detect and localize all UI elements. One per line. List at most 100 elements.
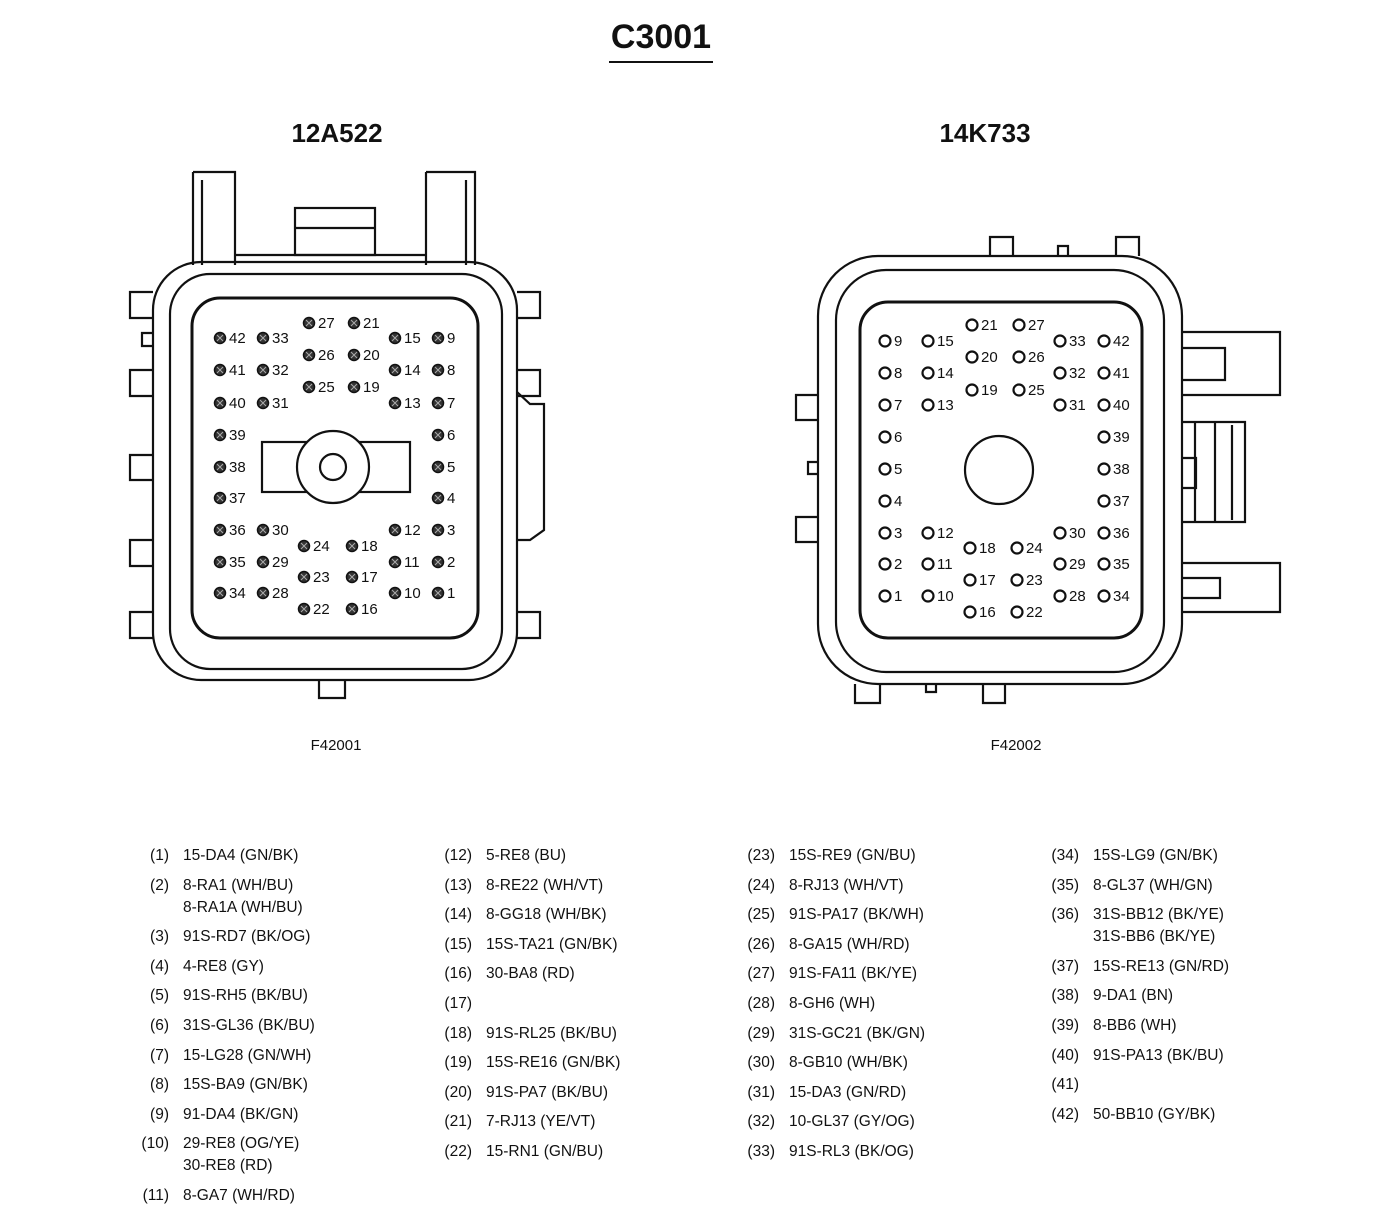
right-pin-label-24: 24 (1026, 540, 1043, 557)
left-pin-15-hatch (391, 334, 399, 342)
right-pin-27 (1012, 318, 1026, 332)
legend-circuit: 31S-GL36 (BK/BU) (183, 1016, 315, 1034)
right-pin-20 (965, 350, 979, 364)
left-pin-label-21: 21 (363, 315, 380, 332)
legend-item: (20)91S-PA7 (BK/BU) (428, 1082, 728, 1104)
legend-pin-number: (42) (1051, 1105, 1079, 1123)
left-pin-label-22: 22 (313, 601, 330, 618)
left-pin-24-hatch (300, 542, 308, 550)
legend-pin-number: (13) (444, 876, 472, 894)
legend-item: (14)8-GG18 (WH/BK) (428, 904, 728, 926)
legend-circuit: 15S-RE9 (GN/BU) (789, 847, 916, 864)
legend-item: (10)29-RE8 (OG/YE)30-RE8 (RD) (125, 1133, 425, 1177)
right-pin-11 (921, 557, 935, 571)
left-pin-label-11: 11 (404, 554, 420, 571)
legend-circuit: 8-GL37 (WH/GN) (1093, 876, 1213, 894)
legend-circuit: 91S-PA7 (BK/BU) (486, 1083, 609, 1101)
right-pin-label-38: 38 (1113, 461, 1130, 478)
legend-item: (31)15-DA3 (GN/RD) (731, 1082, 1031, 1104)
left-pin-6-hatch (434, 431, 442, 439)
legend-pin-number: (26) (747, 935, 775, 953)
left-pin-label-18: 18 (361, 538, 378, 555)
legend-pin-number: (23) (747, 847, 775, 864)
right-pin-label-39: 39 (1113, 429, 1130, 446)
right-pin-2 (878, 557, 892, 571)
legend-pin-number: (17) (444, 994, 472, 1012)
legend-circuit: 15S-RE13 (GN/RD) (1093, 957, 1230, 975)
left-pin-label-33: 33 (272, 330, 289, 347)
left-pin-label-9: 9 (447, 330, 455, 347)
legend-circuit: 8-GA7 (WH/RD) (183, 1186, 295, 1204)
legend-pin-number: (3) (150, 928, 169, 946)
legend-circuits: 30-BA8 (RD) (486, 963, 575, 985)
legend-item: (6)31S-GL36 (BK/BU) (125, 1015, 425, 1037)
legend-circuits: 15S-TA21 (GN/BK) (486, 934, 618, 956)
legend-circuit: 8-GH6 (WH) (789, 994, 876, 1012)
legend-pin-number: (12) (444, 847, 472, 864)
legend-circuits: 8-RJ13 (WH/VT) (789, 875, 904, 897)
left-pin-22-hatch (300, 605, 308, 613)
legend-circuits: 8-GL37 (WH/GN) (1093, 875, 1213, 897)
legend-circuit: 31S-BB12 (BK/YE) (1093, 906, 1224, 924)
legend-circuits: 91S-RD7 (BK/OG) (183, 926, 310, 948)
left-pin-label-5: 5 (447, 459, 455, 476)
legend-item: (3) 91S-RD7 (BK/OG) (125, 926, 425, 948)
legend-pin-number: (24) (747, 876, 775, 894)
right-pin-23 (1010, 573, 1024, 587)
left-pin-label-29: 29 (272, 554, 289, 571)
right-pin-36 (1097, 526, 1111, 540)
legend-circuit: 7-RJ13 (YE/VT) (486, 1113, 596, 1131)
legend-circuits: 15-RN1 (GN/BU) (486, 1141, 603, 1163)
legend-item: (33)91S-RL3 (BK/OG) (731, 1141, 1031, 1163)
diagram-title: C3001 (0, 18, 1322, 63)
right-pin-label-1: 1 (894, 588, 902, 605)
left-pin-31-hatch (259, 399, 267, 407)
right-pin-8 (878, 366, 892, 380)
left-pin-40-hatch (216, 399, 224, 407)
legend-item: (38) 9-DA1 (BN) (1035, 985, 1335, 1007)
legend-pin-number: (10) (141, 1135, 169, 1153)
left-pin-label-23: 23 (313, 569, 330, 586)
legend-circuit: 91-DA4 (BK/GN) (183, 1105, 299, 1123)
right-pin-label-35: 35 (1113, 556, 1130, 573)
left-pin-39-hatch (216, 431, 224, 439)
left-pin-label-26: 26 (318, 347, 335, 364)
left-pin-35-hatch (216, 558, 224, 566)
left-pin-34-hatch (216, 589, 224, 597)
legend-circuit: 30-BA8 (RD) (486, 965, 575, 983)
legend-pin-number: (38) (1051, 987, 1079, 1005)
left-pin-label-27: 27 (318, 315, 335, 332)
left-pin-label-19: 19 (363, 379, 380, 396)
right-pin-5 (878, 462, 892, 476)
right-pin-22 (1010, 605, 1024, 619)
left-pin-label-37: 37 (229, 490, 246, 507)
left-pin-13-hatch (391, 399, 399, 407)
legend-circuits: 15S-RE13 (GN/RD) (1093, 956, 1229, 978)
left-connector-title: 12A522 (291, 118, 383, 148)
left-pin-41-hatch (216, 366, 224, 374)
legend-item: (13)8-RE22 (WH/VT) (428, 875, 728, 897)
right-pin-label-17: 17 (979, 572, 996, 589)
legend-pin-number: (19) (444, 1054, 472, 1072)
left-pin-label-24: 24 (313, 538, 330, 555)
left-pin-label-8: 8 (447, 362, 455, 379)
legend-pin-number: (2) (150, 876, 169, 894)
legend-item: (16)30-BA8 (RD) (428, 963, 728, 985)
legend-item: (35)8-GL37 (WH/GN) (1035, 875, 1335, 897)
left-pin-label-13: 13 (404, 395, 421, 412)
right-pin-label-2: 2 (894, 556, 902, 573)
legend-pin-number: (21) (444, 1113, 472, 1131)
legend-circuits: 9-DA1 (BN) (1093, 985, 1173, 1007)
right-pin-4 (878, 494, 892, 508)
legend-circuit: 15S-BA9 (GN/BK) (183, 1076, 308, 1094)
left-pin-33-hatch (259, 334, 267, 342)
legend-item: (1)15-DA4 (GN/BK) (125, 845, 425, 867)
left-pin-label-35: 35 (229, 554, 246, 571)
legend-pin-number: (27) (747, 965, 775, 983)
legend-item: (28)8-GH6 (WH) (731, 993, 1031, 1015)
right-pin-25 (1012, 383, 1026, 397)
right-pin-label-30: 30 (1069, 525, 1086, 542)
left-pin-9-hatch (434, 334, 442, 342)
left-pin-32-hatch (259, 366, 267, 374)
right-connector-title: 14K733 (939, 118, 1031, 148)
